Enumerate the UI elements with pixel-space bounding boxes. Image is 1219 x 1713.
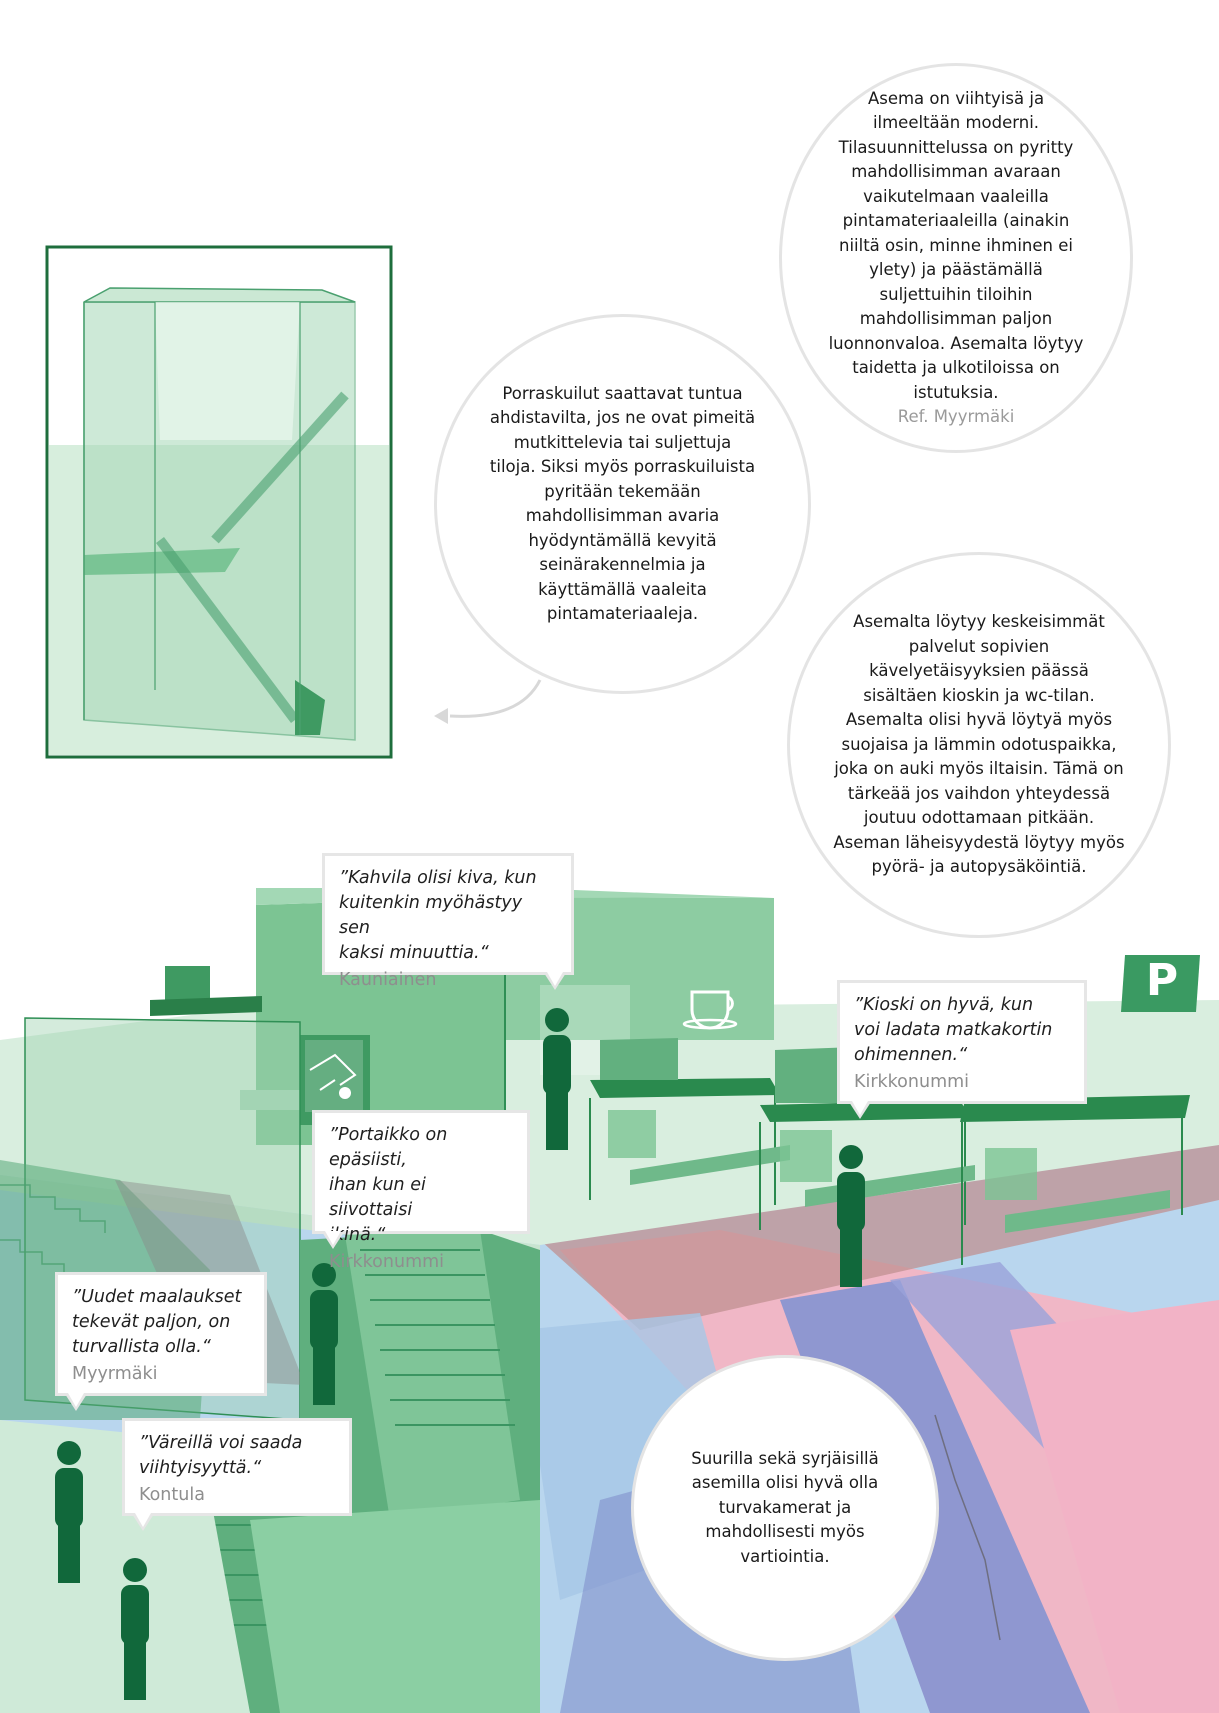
kiosks (589, 1038, 1190, 1265)
quote-kiosk: ”Kioski on hyvä, kun voi ladata matkakor… (837, 980, 1087, 1119)
person-icon (543, 1008, 571, 1150)
bubble-stairwells-text: Porraskuilut saattavat tuntua ahdistavil… (489, 383, 756, 624)
map-sign-icon (309, 1053, 357, 1099)
quote-colors-text: ”Väreillä voi saada viihtyisyyttä.“ (139, 1433, 303, 1478)
bubble-services: Asemalta löytyy keskeisimmät palvelut so… (787, 552, 1171, 938)
person-icon (121, 1558, 149, 1700)
quote-stairs: ”Portaikko on epäsiisti, ihan kun ei sii… (312, 1110, 530, 1272)
quote-stairs-location: Kirkkonummi (329, 1252, 445, 1272)
bubble-security-text: Suurilla sekä syrjäisillä asemilla olisi… (691, 1448, 879, 1566)
quote-colors-location: Kontula (139, 1485, 205, 1505)
quote-paintings: ”Uudet maalaukset tekevät paljon, on tur… (55, 1272, 267, 1411)
bubble-security: Suurilla sekä syrjäisillä asemilla olisi… (631, 1355, 939, 1661)
cup-icon (682, 990, 738, 1030)
bubble-station-comfort-ref: Ref. Myyrmäki (897, 407, 1015, 426)
quote-kiosk-location: Kirkkonummi (854, 1072, 970, 1092)
arrow-head-icon (434, 708, 448, 724)
quote-stairs-text: ”Portaikko on epäsiisti, ihan kun ei sii… (329, 1125, 448, 1245)
person-icon (310, 1263, 338, 1405)
quote-cafe: ”Kahvila olisi kiva, kun kuitenkin myöhä… (322, 853, 574, 990)
quote-paintings-location: Myyrmäki (72, 1364, 158, 1384)
quote-kiosk-text: ”Kioski on hyvä, kun voi ladata matkakor… (854, 995, 1053, 1065)
quote-cafe-location: Kauniainen (339, 970, 437, 990)
quote-colors: ”Väreillä voi saada viihtyisyyttä.“ Kont… (122, 1418, 352, 1531)
people (55, 1008, 865, 1700)
quote-cafe-text: ”Kahvila olisi kiva, kun kuitenkin myöhä… (339, 868, 537, 963)
bubble-station-comfort-text: Asema on viihtyisä ja ilmeeltään moderni… (828, 88, 1084, 402)
person-icon (55, 1441, 83, 1583)
quote-paintings-text: ”Uudet maalaukset tekevät paljon, on tur… (72, 1287, 242, 1357)
parking-sign-label: P (1145, 955, 1179, 1006)
parking-sign (1121, 955, 1200, 1012)
stairwell-inset (45, 245, 393, 759)
arrow-connector (449, 679, 542, 718)
person-icon (837, 1145, 865, 1287)
bubble-station-comfort: Asema on viihtyisä ja ilmeeltään moderni… (779, 63, 1133, 453)
bubble-stairwells: Porraskuilut saattavat tuntua ahdistavil… (434, 314, 811, 694)
bubble-services-text: Asemalta löytyy keskeisimmät palvelut so… (833, 612, 1125, 877)
